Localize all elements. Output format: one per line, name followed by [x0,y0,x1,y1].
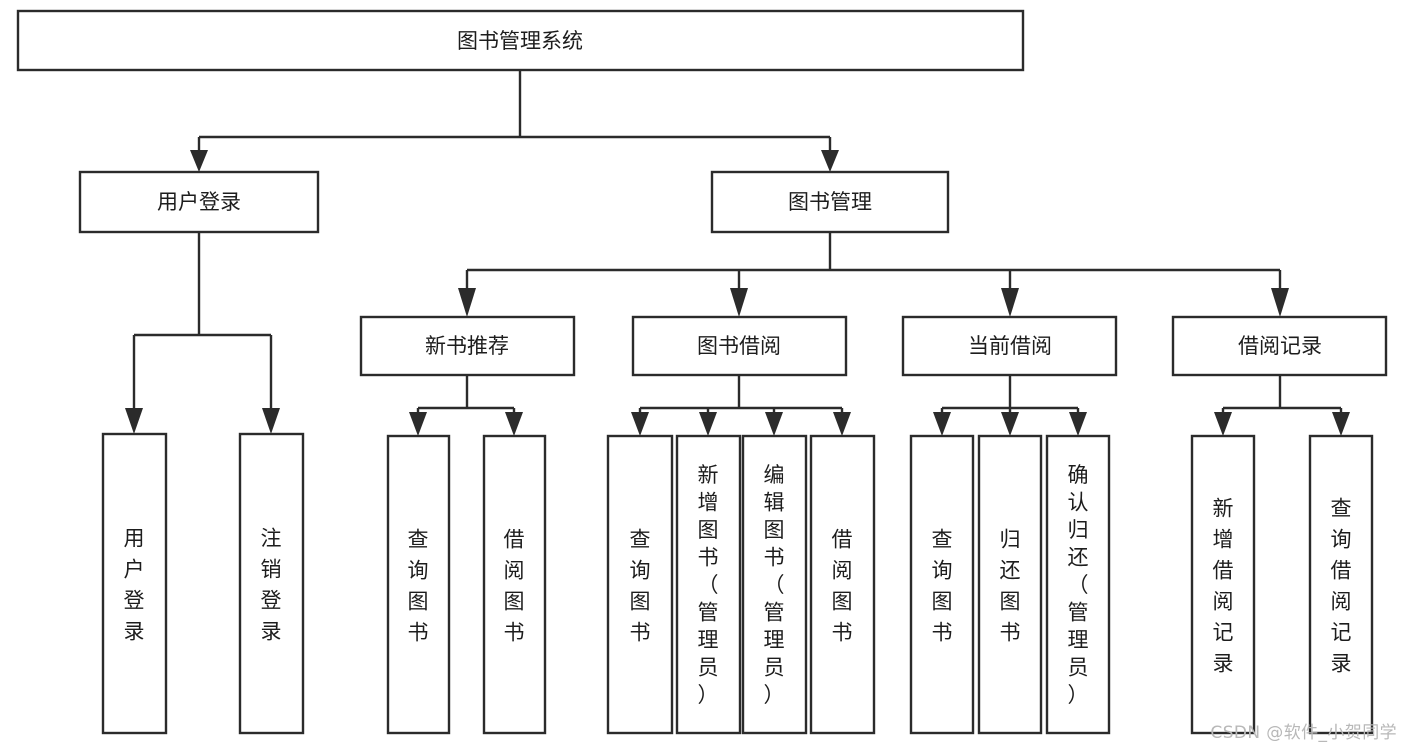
node-current-borrow-box[interactable] [901,315,1118,377]
arrow-head-book-borrow [730,288,748,317]
leaf-logout[interactable]: 注销登录 [238,432,305,735]
leaf-current-query-book-label: 查询图书 [932,528,953,645]
leaf-record-query-record-label: 查询借阅记录 [1331,497,1352,676]
node-borrow-record-box[interactable] [1171,315,1388,377]
leaf-borrow-query-book-label: 查询图书 [630,528,651,645]
node-user-login-label: 用户登录 [157,190,241,214]
node-user-login[interactable]: 用户登录 [78,170,320,234]
node-book-management-box[interactable] [710,170,950,234]
leaf-record-add-record-label: 新增借阅记录 [1213,497,1234,676]
arrow-head-borrow-leaf-1 [631,412,649,436]
arrow-head-borrow-leaf-4 [833,412,851,436]
arrow-head-current-leaf-2 [1001,412,1019,436]
node-new-book-recommend-box[interactable] [359,315,576,377]
leaf-recommend-query-book-box[interactable] [386,434,451,735]
leaf-current-query-book[interactable]: 查询图书 [909,434,975,735]
arrow-head-recommend-leaf-1 [409,412,427,436]
leaf-current-return-book[interactable]: 归还图书 [977,434,1043,735]
leaf-current-confirm-return-admin[interactable]: 确认归还（管理员） [1045,434,1111,735]
node-new-book-recommend-label: 新书推荐 [425,334,509,358]
arrow-head-current-leaf-3 [1069,412,1087,436]
leaf-recommend-query-book-label: 查询图书 [408,528,429,645]
arrow-head-leaf-logout [262,408,280,434]
arrow-head-record-leaf-1 [1214,412,1232,436]
leaf-record-query-record-box[interactable] [1308,434,1374,735]
leaf-borrow-borrow-book[interactable]: 借阅图书 [809,434,876,735]
connector-layer [125,70,1350,436]
leaf-record-query-record[interactable]: 查询借阅记录 [1308,434,1374,735]
node-book-borrow-box[interactable] [631,315,848,377]
node-root-book-management-system[interactable]: 图书管理系统 [16,9,1025,72]
leaf-current-return-book-box[interactable] [977,434,1043,735]
arrow-head-book-manage [821,150,839,172]
leaf-record-add-record[interactable]: 新增借阅记录 [1190,434,1256,735]
node-borrow-record-label: 借阅记录 [1238,334,1322,358]
arrow-head-recommend-leaf-2 [505,412,523,436]
leaf-borrow-borrow-book-box[interactable] [809,434,876,735]
leaf-recommend-query-book[interactable]: 查询图书 [386,434,451,735]
leaf-borrow-edit-book-admin[interactable]: 编辑图书（管理员） [741,434,808,735]
arrow-head-leaf-user-login [125,408,143,434]
node-current-borrow[interactable]: 当前借阅 [901,315,1118,377]
leaf-recommend-borrow-book-box[interactable] [482,434,547,735]
leaf-borrow-edit-book-admin-label: 编辑图书（管理员） [764,463,785,707]
leaf-recommend-borrow-book[interactable]: 借阅图书 [482,434,547,735]
leaf-user-login-label: 用户登录 [124,527,145,644]
leaf-current-confirm-return-admin-label: 确认归还（管理员） [1068,463,1089,707]
leaf-borrow-add-book-admin-box[interactable] [675,434,742,735]
leaf-user-login-box[interactable] [101,432,168,735]
leaf-borrow-query-book[interactable]: 查询图书 [606,434,674,735]
leaf-record-add-record-box[interactable] [1190,434,1256,735]
leaf-user-login[interactable]: 用户登录 [101,432,168,735]
arrow-head-record-leaf-2 [1332,412,1350,436]
node-current-borrow-label: 当前借阅 [968,334,1052,358]
node-new-book-recommend[interactable]: 新书推荐 [359,315,576,377]
node-user-login-box[interactable] [78,170,320,234]
leaf-borrow-add-book-admin[interactable]: 新增图书（管理员） [675,434,742,735]
leaf-borrow-borrow-book-label: 借阅图书 [832,528,853,645]
arrow-head-new-book-recommend [458,288,476,317]
arrow-head-current-leaf-1 [933,412,951,436]
leaf-logout-box[interactable] [238,432,305,735]
leaf-recommend-borrow-book-label: 借阅图书 [504,528,525,645]
leaf-current-query-book-box[interactable] [909,434,975,735]
node-book-management[interactable]: 图书管理 [710,170,950,234]
node-root-box[interactable] [16,9,1025,72]
arrow-head-user-login [190,150,208,172]
node-root-label: 图书管理系统 [457,29,583,53]
leaf-borrow-query-book-box[interactable] [606,434,674,735]
leaf-borrow-edit-book-admin-box[interactable] [741,434,808,735]
arrow-head-borrow-leaf-2 [699,412,717,436]
node-book-management-label: 图书管理 [788,190,872,214]
arrow-head-borrow-leaf-3 [765,412,783,436]
node-borrow-record[interactable]: 借阅记录 [1171,315,1388,377]
leaf-current-return-book-label: 归还图书 [1000,528,1021,645]
arrow-head-current-borrow [1001,288,1019,317]
leaf-borrow-add-book-admin-label: 新增图书（管理员） [698,463,719,707]
leaf-logout-label: 注销登录 [261,527,282,644]
arrow-head-borrow-record [1271,288,1289,317]
leaf-current-confirm-return-admin-box[interactable] [1045,434,1111,735]
node-book-borrow[interactable]: 图书借阅 [631,315,848,377]
node-book-borrow-label: 图书借阅 [697,334,781,358]
